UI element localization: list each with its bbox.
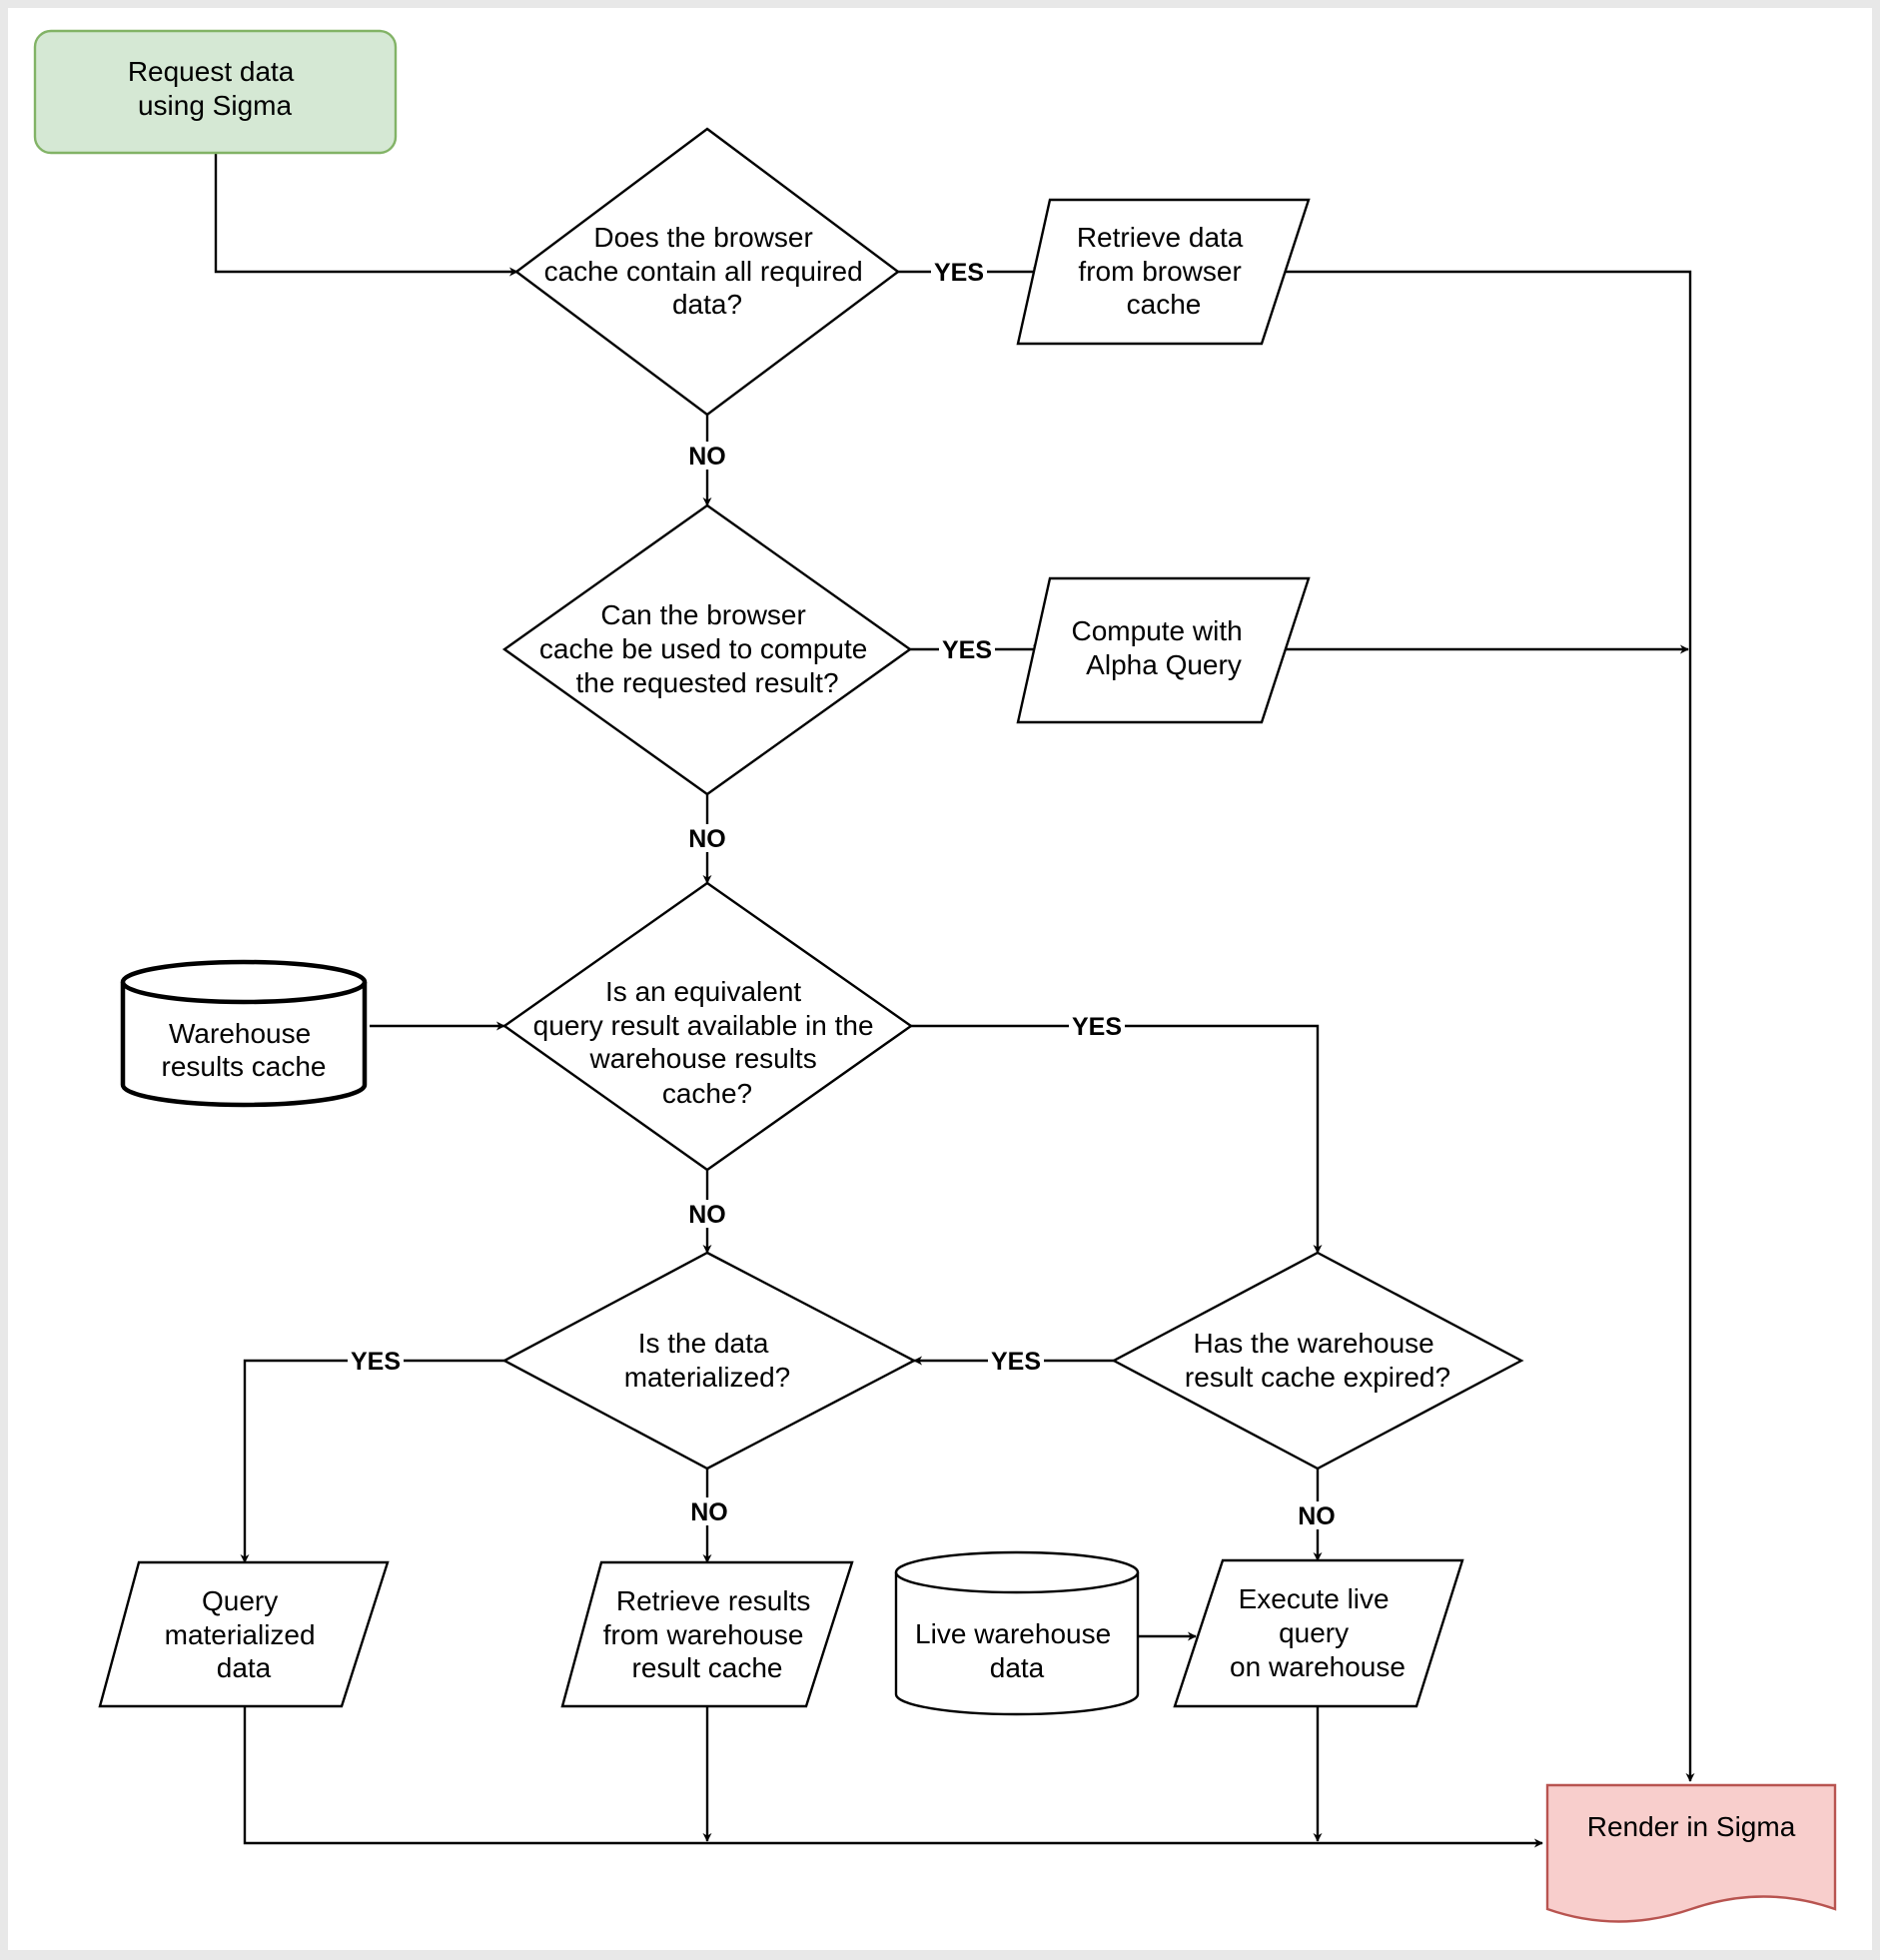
io-alpha-query: Compute with Alpha Query xyxy=(1016,576,1311,724)
io-execute-live: Execute live query on warehouse xyxy=(1173,1558,1464,1708)
edge-start-to-browser-check xyxy=(214,153,518,277)
label-yes-browser: YES xyxy=(934,259,984,287)
label-no-materialized: NO xyxy=(690,1498,728,1526)
label-no-equivalent: NO xyxy=(688,1201,726,1229)
io-retrieve-warehouse: Retrieve results from warehouse result c… xyxy=(560,1560,854,1708)
flowchart: YES NO YES NO YES NO YES YES NO NO Reque… xyxy=(33,29,1837,1923)
decision-shape xyxy=(501,1251,917,1470)
io-execute-live-label: Execute live query on warehouse xyxy=(1230,1583,1406,1682)
decision-compute: Can the browser cache be used to compute… xyxy=(501,503,913,796)
end-shape xyxy=(1545,1783,1837,1923)
label-yes-expired: YES xyxy=(991,1348,1041,1376)
decision-browser-cache: Does the browser cache contain all requi… xyxy=(513,127,901,417)
label-no-browser: NO xyxy=(688,443,726,471)
decision-shape xyxy=(501,881,914,1172)
decision-shape xyxy=(513,127,901,417)
db-warehouse-results-cache: Warehouse results cache xyxy=(120,959,368,1108)
io-alpha-query-label: Compute with Alpha Query xyxy=(1072,615,1251,680)
io-retrieve-browser-label: Retrieve data from browser cache xyxy=(1077,222,1251,320)
decision-expired: Has the warehouse result cache expired? xyxy=(1111,1251,1524,1470)
decision-shape xyxy=(1111,1251,1524,1470)
edge-retrieve-browser-to-render xyxy=(1285,270,1695,1782)
decision-expired-label: Has the warehouse result cache expired? xyxy=(1185,1328,1450,1393)
diagram-canvas: YES NO YES NO YES NO YES YES NO NO Reque… xyxy=(8,8,1872,1950)
label-yes-materialized: YES xyxy=(351,1348,401,1376)
label-no-expired: NO xyxy=(1298,1502,1336,1530)
db-body xyxy=(120,982,368,1108)
decision-equivalent: Is an equivalent query result available … xyxy=(501,881,914,1172)
io-shape xyxy=(98,1560,390,1708)
edge-materialized-yes xyxy=(240,1359,504,1563)
edge-equivalent-yes xyxy=(911,1024,1323,1254)
label-yes-equivalent: YES xyxy=(1072,1013,1122,1041)
decision-shape xyxy=(501,503,913,796)
db-live-warehouse: Live warehouse data xyxy=(894,1550,1140,1716)
io-query-materialized-label: Query materialized data xyxy=(165,1585,324,1683)
db-top xyxy=(120,959,368,1005)
label-yes-compute: YES xyxy=(942,636,992,664)
label-no-compute: NO xyxy=(688,825,726,853)
io-retrieve-browser: Retrieve data from browser cache xyxy=(1016,198,1311,346)
db-top xyxy=(894,1550,1140,1594)
io-shape xyxy=(1016,198,1311,346)
decision-equivalent-label: Is an equivalent query result available … xyxy=(533,976,882,1109)
decision-materialized-label: Is the data materialized? xyxy=(624,1328,791,1393)
start-node: Request data using Sigma xyxy=(33,29,398,155)
io-shape xyxy=(560,1560,854,1708)
io-shape xyxy=(1016,576,1311,724)
decision-materialized: Is the data materialized? xyxy=(501,1251,917,1470)
decision-browser-cache-label: Does the browser cache contain all requi… xyxy=(544,222,871,320)
db-live-warehouse-label: Live warehouse data xyxy=(915,1618,1119,1683)
io-shape xyxy=(1173,1558,1464,1708)
start-label: Request data using Sigma xyxy=(128,56,302,121)
io-retrieve-warehouse-label: Retrieve results from warehouse result c… xyxy=(603,1585,818,1683)
io-query-materialized: Query materialized data xyxy=(98,1560,390,1708)
decision-compute-label: Can the browser cache be used to compute… xyxy=(539,599,875,698)
edge-bottom-to-render xyxy=(243,1703,1543,1848)
end-label: Render in Sigma xyxy=(1587,1811,1796,1842)
edge-labels: YES NO YES NO YES NO YES YES NO NO xyxy=(348,258,1341,1530)
start-shape xyxy=(33,29,398,155)
end-node: Render in Sigma xyxy=(1545,1783,1837,1923)
db-body xyxy=(894,1572,1140,1716)
db-warehouse-results-cache-label: Warehouse results cache xyxy=(162,1018,327,1082)
